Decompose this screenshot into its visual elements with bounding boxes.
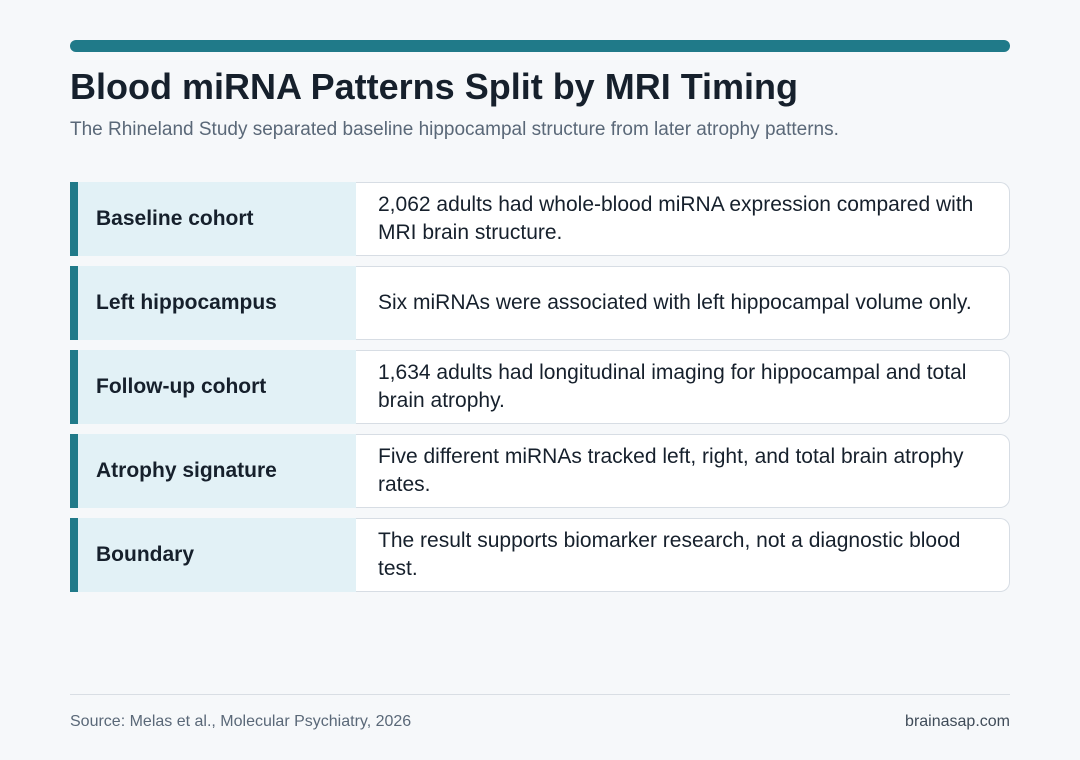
row-accent-bar xyxy=(70,434,78,508)
top-accent-bar xyxy=(70,40,1010,52)
row-accent-bar xyxy=(70,182,78,256)
row-value-cell: 1,634 adults had longitudinal imaging fo… xyxy=(356,350,1010,424)
row-value-cell: 2,062 adults had whole-blood miRNA expre… xyxy=(356,182,1010,256)
page-subtitle: The Rhineland Study separated baseline h… xyxy=(70,119,839,140)
row-label: Atrophy signature xyxy=(96,459,277,482)
row-label: Left hippocampus xyxy=(96,291,277,314)
row-value: 1,634 adults had longitudinal imaging fo… xyxy=(378,361,967,412)
row-value: 2,062 adults had whole-blood miRNA expre… xyxy=(378,193,974,244)
row-accent-bar xyxy=(70,518,78,592)
row-label-cell: Atrophy signature xyxy=(78,434,356,508)
page-title: Blood miRNA Patterns Split by MRI Timing xyxy=(70,66,799,107)
row-label-cell: Follow-up cohort xyxy=(78,350,356,424)
row-label: Boundary xyxy=(96,543,195,566)
row-accent-bar xyxy=(70,350,78,424)
findings-table: Baseline cohort 2,062 adults had whole-b… xyxy=(70,182,1010,602)
finding-row-atrophy-signature: Atrophy signature Five different miRNAs … xyxy=(70,434,1010,508)
finding-row-boundary: Boundary The result supports biomarker r… xyxy=(70,518,1010,592)
row-value-cell: Five different miRNAs tracked left, righ… xyxy=(356,434,1010,508)
row-label: Follow-up cohort xyxy=(96,375,267,398)
footer-site-name: brainasap.com xyxy=(905,713,1010,730)
footer-divider xyxy=(70,694,1010,695)
footer-source-citation: Source: Melas et al., Molecular Psychiat… xyxy=(70,713,412,730)
row-value: Five different miRNAs tracked left, righ… xyxy=(378,445,964,496)
finding-row-left-hippocampus: Left hippocampus Six miRNAs were associa… xyxy=(70,266,1010,340)
row-value-cell: Six miRNAs were associated with left hip… xyxy=(356,266,1010,340)
row-label-cell: Left hippocampus xyxy=(78,266,356,340)
row-label-cell: Boundary xyxy=(78,518,356,592)
row-label: Baseline cohort xyxy=(96,207,254,230)
row-value: The result supports biomarker research, … xyxy=(378,529,961,580)
row-value: Six miRNAs were associated with left hip… xyxy=(378,291,972,314)
row-value-cell: The result supports biomarker research, … xyxy=(356,518,1010,592)
finding-row-baseline-cohort: Baseline cohort 2,062 adults had whole-b… xyxy=(70,182,1010,256)
row-accent-bar xyxy=(70,266,78,340)
finding-row-follow-up-cohort: Follow-up cohort 1,634 adults had longit… xyxy=(70,350,1010,424)
row-label-cell: Baseline cohort xyxy=(78,182,356,256)
